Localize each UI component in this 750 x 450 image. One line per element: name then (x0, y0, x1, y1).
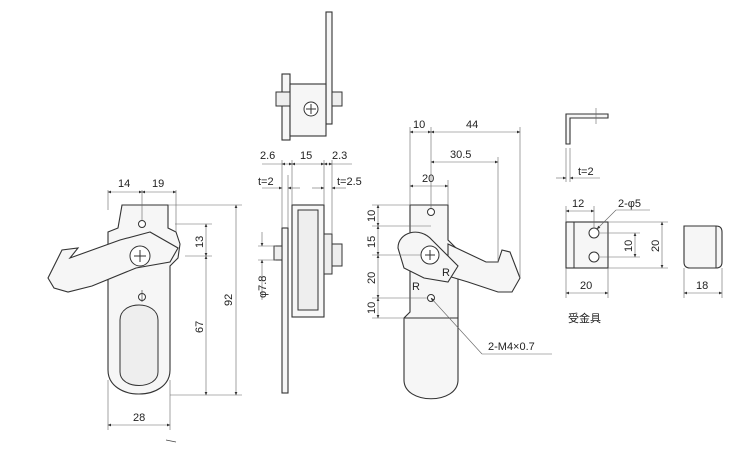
side-pin (273, 245, 283, 261)
side-body-inner (297, 209, 319, 311)
dim-right-v15: 15 (366, 236, 378, 248)
upper-hole (138, 220, 146, 228)
callout-thread: 2-M4×0.7 (488, 341, 535, 353)
dim-side-t2: t=2 (258, 176, 274, 188)
top-view-plate (325, 11, 333, 125)
front-view: 14 19 13 92 67 28 (47, 178, 242, 443)
dim-right-v10-a: 10 (366, 210, 378, 222)
dim-front-19: 19 (152, 178, 164, 190)
dim-right-10-top: 10 (413, 119, 425, 131)
side-knob (331, 243, 343, 267)
keeper-hole-1 (588, 227, 600, 239)
right-upper-hole (427, 208, 435, 216)
dim-right-v10-b: 10 (366, 302, 378, 314)
dim-front-92: 92 (223, 294, 235, 306)
keeper-side (683, 225, 723, 269)
top-view-pin-left (275, 91, 291, 107)
right-hook (447, 243, 521, 293)
right-mark-r1: R (412, 281, 420, 293)
dim-keeper-10: 10 (623, 240, 635, 252)
top-view-pin-right (331, 91, 343, 107)
keeper-caption: 受金具 (568, 311, 601, 325)
dim-side-t2-5: t=2.5 (337, 176, 362, 188)
dim-keeper-12: 12 (572, 198, 584, 210)
dim-front-14: 14 (118, 178, 130, 190)
dim-keeper-t2: t=2 (578, 166, 594, 178)
dim-front-13: 13 (194, 236, 206, 248)
dim-side-15: 15 (300, 150, 312, 162)
keeper-front (565, 221, 609, 269)
side-mount-plate (281, 227, 289, 394)
dim-side-2-6: 2.6 (260, 150, 275, 162)
dim-right-30-5: 30.5 (450, 149, 471, 161)
pivot-cross (134, 250, 146, 262)
handle-slot (119, 304, 159, 386)
hook-arm (47, 231, 179, 293)
dim-side-2-3: 2.3 (332, 150, 347, 162)
right-view: R R 10 44 30.5 20 10 15 20 10 2-M4× (366, 119, 552, 400)
dim-right-v20: 20 (366, 272, 378, 284)
dim-side-diameter: φ7.8 (257, 276, 269, 298)
dim-keeper-20-h: 20 (580, 280, 592, 292)
keeper: t=2 12 2-φ5 10 20 20 受金具 (556, 108, 723, 325)
right-mark-r2: R (442, 267, 450, 279)
callout-keeper-holes: 2-φ5 (618, 198, 641, 210)
side-lever (323, 233, 333, 275)
dim-front-67: 67 (194, 321, 206, 333)
keeper-hole-2 (588, 251, 600, 263)
keeper-angle-profile (565, 113, 609, 145)
side-view: 2.6 15 2.3 t=2 t=2.5 φ7.8 (257, 150, 362, 394)
dim-keeper-18: 18 (696, 280, 708, 292)
dim-right-44: 44 (466, 119, 478, 131)
top-view-flange (281, 73, 291, 141)
top-view (275, 11, 343, 141)
dim-right-20-top: 20 (422, 173, 434, 185)
dim-front-28: 28 (133, 412, 145, 424)
dim-keeper-20-v: 20 (650, 240, 662, 252)
